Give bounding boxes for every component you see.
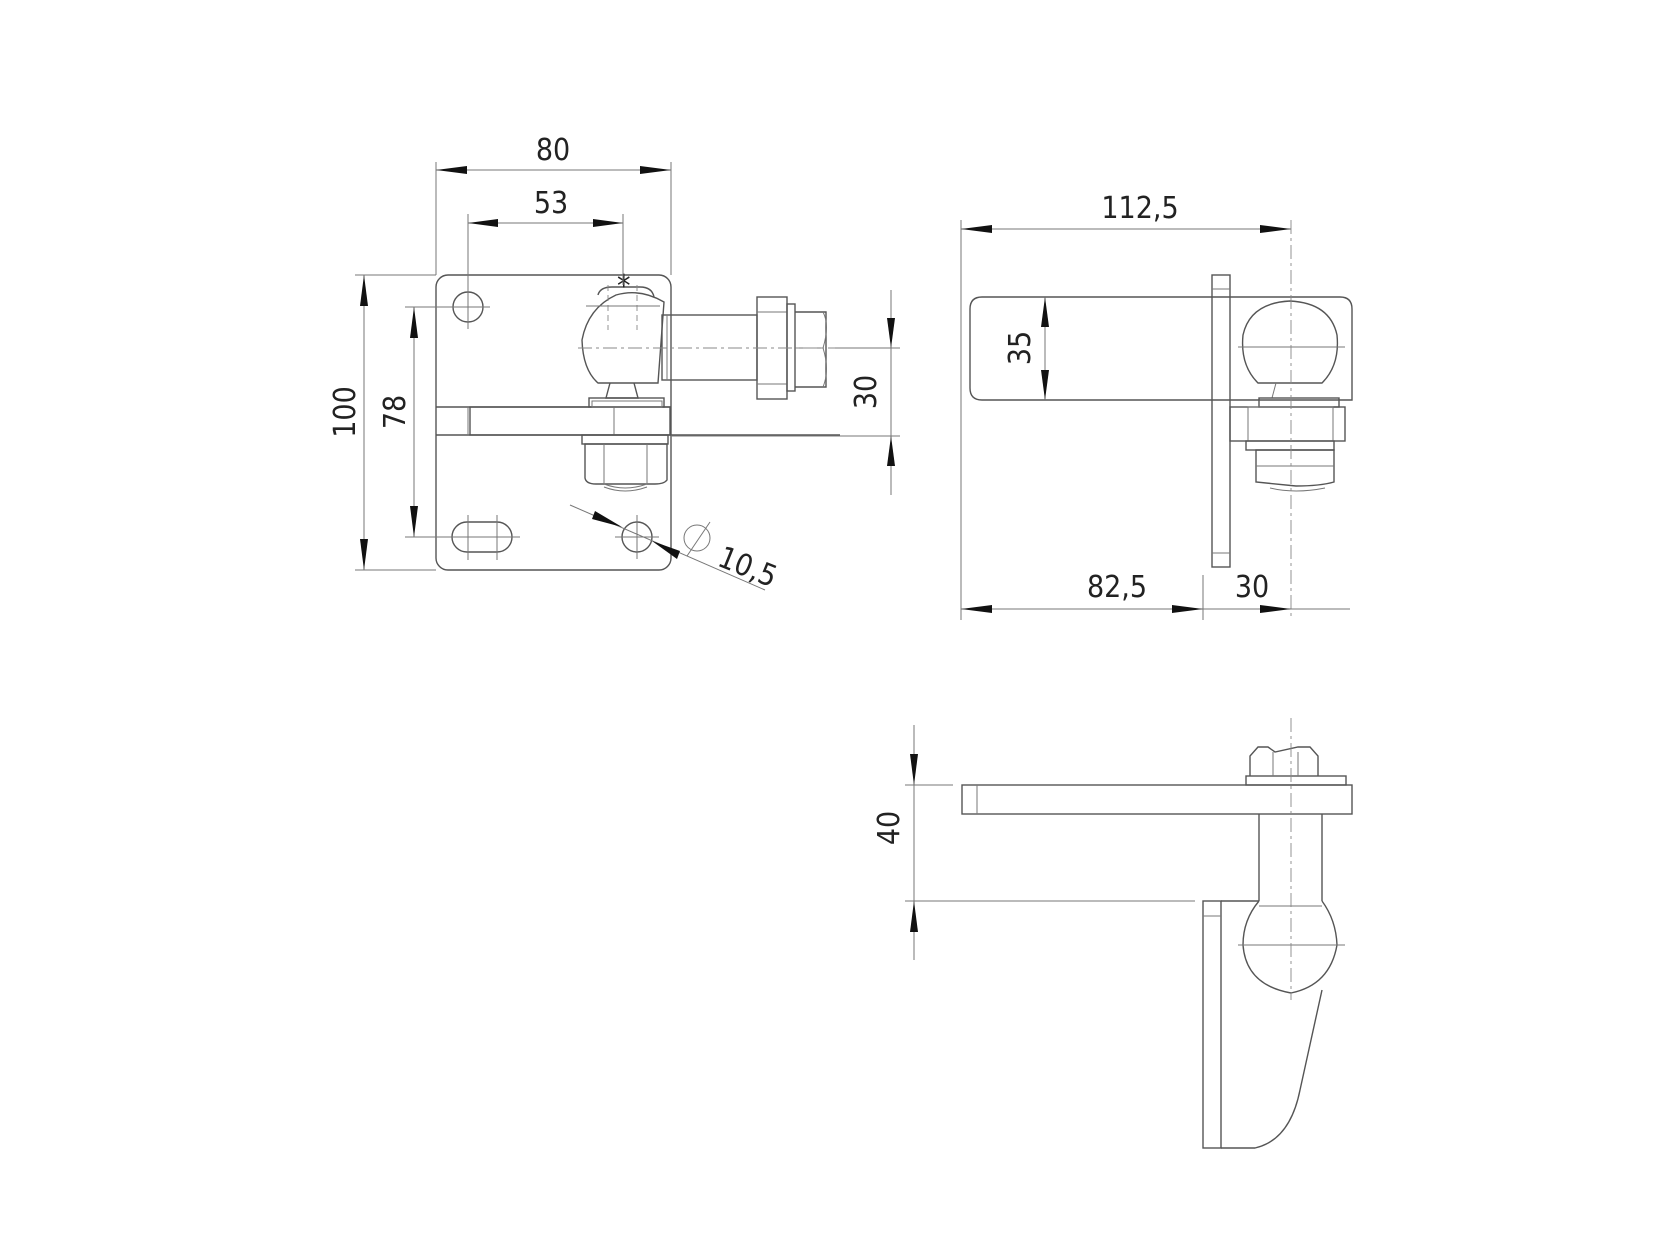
dim-arm-length: 82,5 [1087,570,1147,605]
base-plate-top [1202,900,1222,1149]
dim-overall-width: 80 [536,133,570,168]
hex-nut [584,443,668,485]
hinge-arm-side [969,296,1225,401]
dim-hole-diameter: 10,5 [713,540,782,595]
dim-pivot-offset: 30 [1235,570,1269,605]
dim-hole-spacing-h: 53 [534,186,568,221]
side-view: 112,5 35 82,5 30 [960,191,1353,620]
ball-joint-top [1242,900,1338,994]
hinge-arm-top [961,784,1353,815]
ball-joint [581,292,665,384]
svg-text:*: * [617,269,631,304]
hex-nut-top [1249,746,1319,776]
front-view: * 80 [328,133,900,595]
dim-arm-height: 35 [1003,331,1038,365]
threaded-pin [661,314,758,381]
top-view: 40 [872,718,1353,1149]
base-plate [435,274,672,571]
dim-overall-height: 100 [328,386,363,438]
dim-pin-offset: 30 [849,375,884,409]
dim-overall-length: 112,5 [1101,191,1178,226]
hex-nut-side [1255,449,1335,487]
hinge-arm [469,406,671,436]
base-plate-side [1211,274,1231,568]
dim-hole-spacing-v: 78 [378,395,413,429]
dim-height-offset: 40 [872,811,907,845]
ball-joint-side [1241,300,1339,384]
